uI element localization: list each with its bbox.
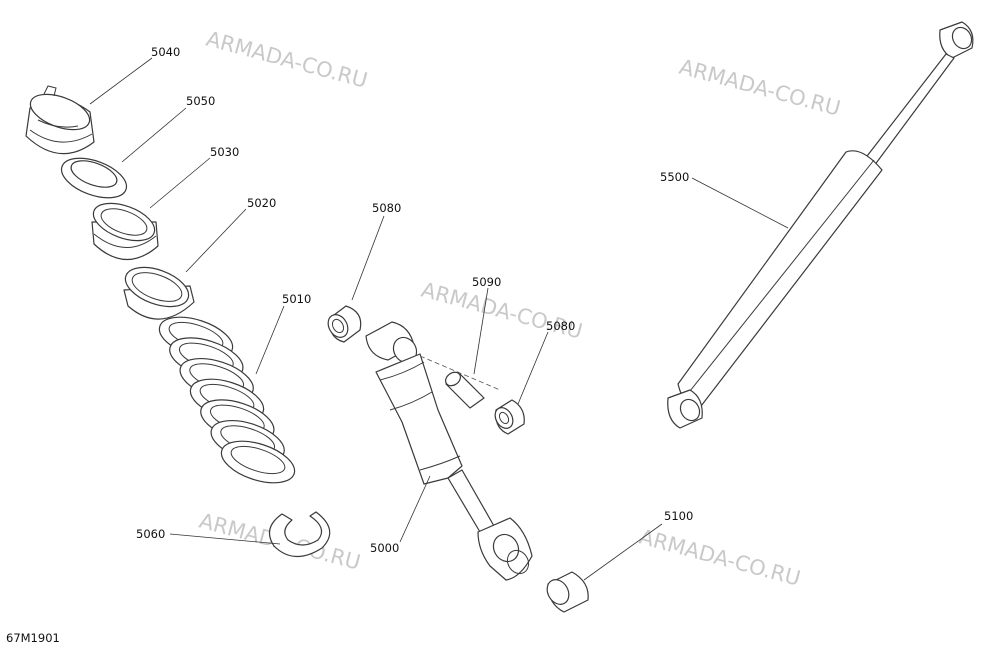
figure-code: 67M1901	[6, 631, 60, 645]
part-5080-bushing-left	[327, 305, 362, 343]
part-5090-sleeve	[444, 371, 485, 409]
callout-5080-right: 5080	[546, 319, 575, 333]
part-5060-split-clip	[268, 511, 331, 558]
part-5500-gas-shock	[667, 21, 974, 429]
callout-5020: 5020	[247, 196, 276, 210]
callout-5010: 5010	[282, 292, 311, 306]
watermark-3: ARMADA-CO.RU	[419, 278, 585, 344]
spring-coil-inner	[230, 445, 286, 475]
watermark-2: ARMADA-CO.RU	[677, 55, 843, 121]
callout-5040: 5040	[151, 45, 180, 59]
part-5020-seat	[123, 266, 195, 320]
leader-lines	[89, 57, 789, 581]
part-5010-coil-spring	[158, 316, 296, 484]
callout-5500: 5500	[660, 170, 689, 184]
part-5080-bushing-right	[494, 399, 525, 435]
callout-labels: 5040 5050 5030 5020 5010 5060 5080 5090 …	[136, 45, 693, 555]
callout-5050: 5050	[186, 94, 215, 108]
watermark-1: ARMADA-CO.RU	[204, 27, 370, 93]
part-5000-shock-absorber	[365, 321, 533, 581]
callout-5000: 5000	[370, 541, 399, 555]
spring-coil	[220, 440, 296, 484]
callout-5060: 5060	[136, 527, 165, 541]
callout-5080-left: 5080	[372, 201, 401, 215]
watermark-5: ARMADA-CO.RU	[637, 525, 803, 591]
callout-5030: 5030	[210, 145, 239, 159]
part-5030-ring	[91, 202, 159, 261]
part-5040-spring-retainer	[25, 85, 95, 155]
part-5050-washer	[60, 157, 128, 199]
callout-5100: 5100	[664, 509, 693, 523]
callout-5090: 5090	[472, 275, 501, 289]
part-5100-bushing	[546, 571, 589, 613]
